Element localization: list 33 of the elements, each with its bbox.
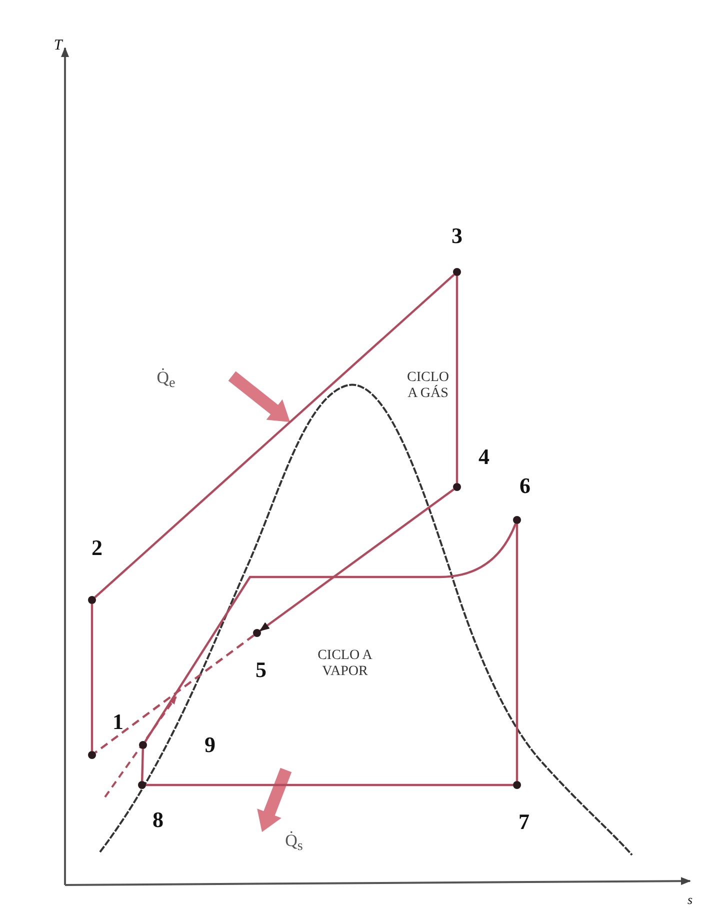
- process-line: [141, 748, 144, 782]
- state-point: [453, 268, 461, 276]
- process-line: [94, 274, 455, 598]
- state-point-label: 4: [478, 444, 490, 470]
- heat-label: Q̇$_{s}$: [285, 830, 303, 856]
- state-point: [513, 781, 521, 789]
- process-line: [259, 488, 454, 632]
- cycle-label: CICLO A VAPOR: [316, 648, 374, 680]
- state-point: [138, 781, 146, 789]
- process-line: [146, 784, 513, 786]
- state-point-label: 6: [520, 473, 530, 499]
- state-point-label: 9: [204, 732, 216, 758]
- axis-label: T: [54, 38, 62, 54]
- state-point-label: 2: [92, 535, 102, 561]
- state-point: [88, 596, 96, 604]
- heat-label: Q̇$_{e}$: [156, 368, 176, 392]
- state-point: [253, 629, 261, 637]
- state-point-label: 3: [452, 223, 462, 249]
- state-point: [88, 751, 96, 759]
- state-point: [513, 516, 521, 524]
- state-point-label: 1: [112, 709, 124, 735]
- state-point: [139, 741, 147, 749]
- process-line: [94, 634, 254, 754]
- state-point-label: 8: [152, 807, 164, 833]
- state-point: [453, 483, 461, 491]
- process-line: [516, 524, 518, 781]
- state-point-label: 5: [256, 657, 266, 683]
- process-line: [456, 276, 458, 483]
- process-line: [90, 604, 94, 751]
- process-line: [144, 523, 517, 742]
- state-point-label: 7: [518, 809, 530, 835]
- cycle-label: CICLO A GÁS: [406, 370, 450, 402]
- axis-label: s: [687, 892, 693, 908]
